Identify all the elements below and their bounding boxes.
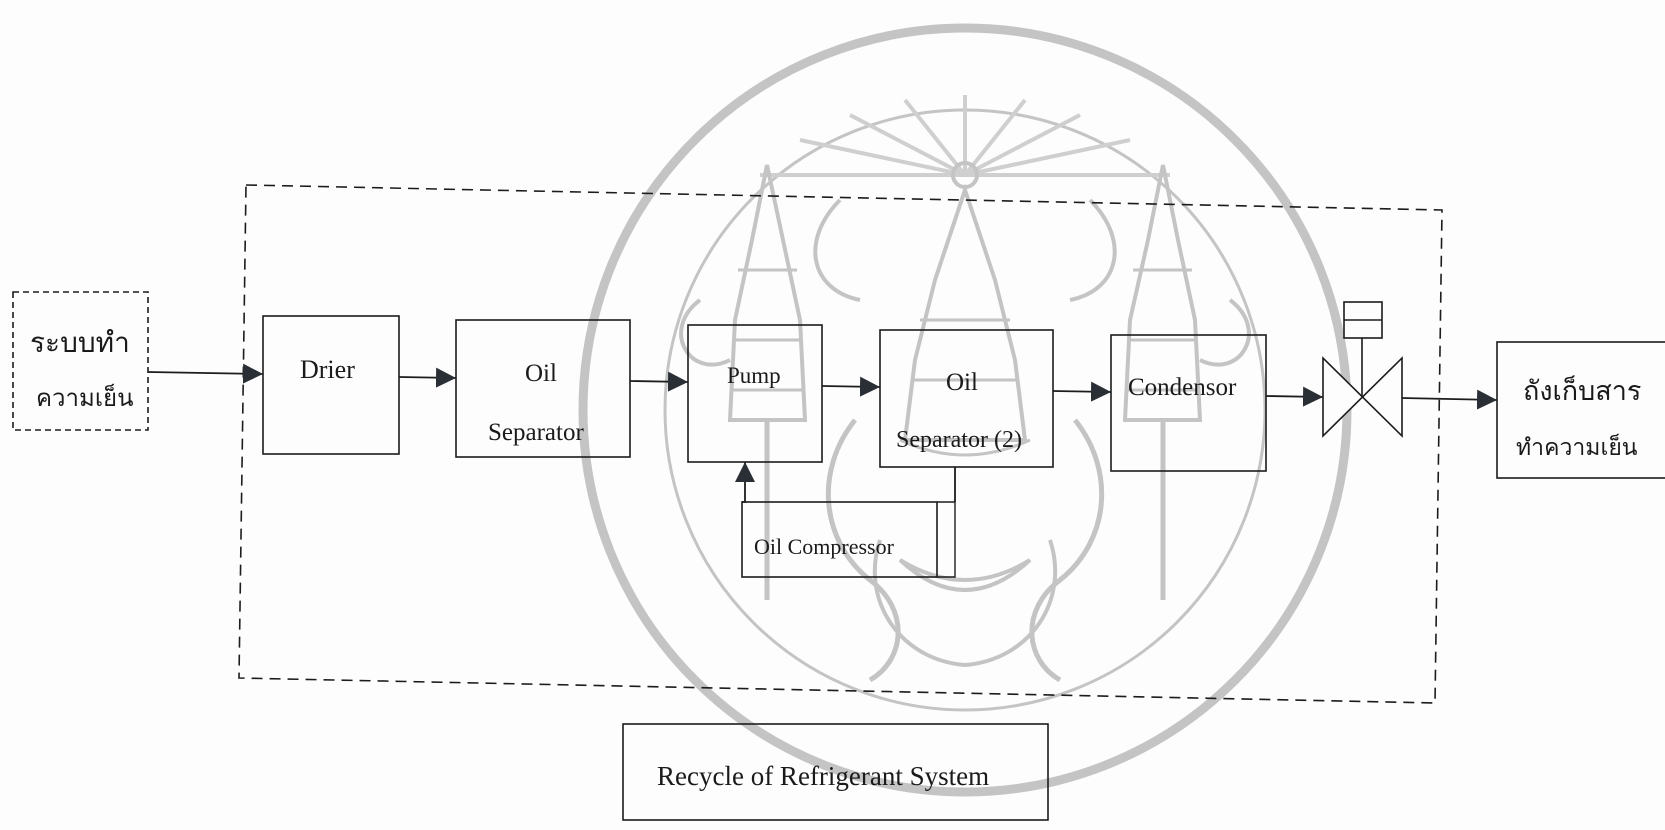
- flow-arrow-valve-destination: [1401, 389, 1498, 410]
- flow-arrow-pump-separator2: [821, 376, 881, 397]
- system-boundary: [238, 184, 1443, 704]
- source-label-line2: ความเย็น: [36, 386, 134, 412]
- caption-box: [622, 723, 1049, 821]
- flow-arrow-source-drier: [147, 363, 264, 384]
- oil-separator-2-label-line1: Oil: [946, 369, 978, 396]
- oil-separator-label-line1: Oil: [525, 360, 557, 387]
- condensor-block: [1110, 334, 1267, 472]
- flow-arrow-drier-separator: [398, 367, 457, 388]
- source-label-line1: ระบบทำ: [30, 328, 130, 359]
- oil-separator-2-label-line2: Separator (2): [896, 427, 1022, 453]
- pump-label: Pump: [727, 363, 781, 388]
- destination-box: [1496, 341, 1665, 479]
- oil-compressor-label: Oil Compressor: [754, 534, 894, 559]
- flow-arrow-separator2-condensor: [1052, 381, 1112, 402]
- destination-label-line1: ถังเก็บสาร: [1523, 376, 1642, 406]
- oil-separator-text-area: Oil Separator: [457, 321, 629, 455]
- source-box: [12, 291, 149, 431]
- destination-label-line2: ทำความเย็น: [1516, 435, 1638, 460]
- pump-block: [687, 324, 823, 463]
- oil-separator-block: [455, 319, 631, 458]
- oil-separator-label-line2: Separator: [488, 419, 584, 446]
- valve-icon: [1322, 301, 1403, 438]
- flow-arrow-compressor-pump: [735, 462, 755, 503]
- condensor-label: Condensor: [1128, 374, 1237, 401]
- caption-label: Recycle of Refrigerant System: [657, 761, 990, 791]
- oil-separator-2-block: [879, 329, 1054, 468]
- watermark-seal: [578, 23, 1352, 797]
- drier-block: [262, 315, 400, 455]
- destination-line2-area: ทำความเย็น: [1498, 430, 1663, 468]
- drier-label: Drier: [300, 355, 355, 384]
- oil-compressor-block: [741, 501, 938, 578]
- flow-arrow-separator-pump: [629, 371, 689, 392]
- oil-separator-2-text-area: Oil Separator (2): [881, 331, 1052, 465]
- flow-arrow-condensor-valve: [1265, 386, 1324, 407]
